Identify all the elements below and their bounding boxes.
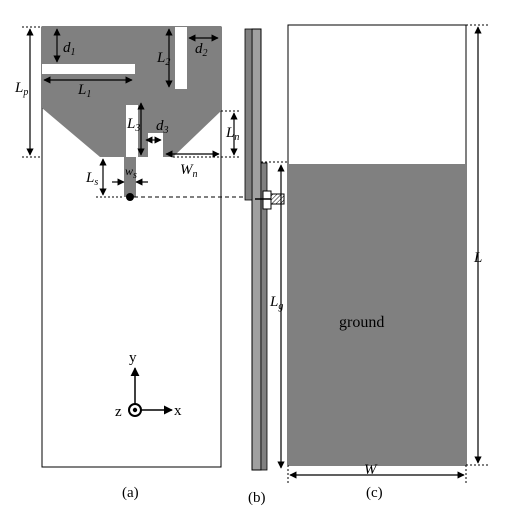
feed-point: [126, 193, 134, 201]
panel-b: Lg (b): [244, 28, 288, 506]
ground-label: ground: [339, 314, 384, 331]
patch-side: [244, 28, 253, 201]
dim-d1: d1: [63, 40, 76, 58]
panel-c: ground L W (c): [287, 24, 490, 501]
dim-l2: L2: [156, 50, 170, 68]
dim-lp: Lp: [14, 80, 28, 98]
dim-w: W: [364, 462, 378, 478]
dim-ln: Ln: [225, 125, 239, 143]
dim-l1: L1: [77, 82, 91, 100]
ground-plane: [288, 164, 466, 465]
dim-l: L: [473, 250, 482, 266]
caption-b: (b): [248, 490, 266, 506]
axis-z-label: z: [115, 404, 122, 420]
dim-l3: L3: [126, 116, 140, 134]
slot-l2: [175, 27, 187, 89]
ground-side: [260, 162, 268, 471]
dim-lg: Lg: [269, 294, 283, 312]
caption-a: (a): [122, 485, 139, 501]
axis-x-label: x: [174, 403, 182, 419]
dim-ls: Ls: [85, 170, 98, 188]
feed-line: [124, 157, 136, 197]
substrate-side: [251, 28, 262, 471]
dim-d2: d2: [195, 41, 208, 59]
coordinate-axes: y x z: [115, 350, 182, 420]
dim-ws: ws: [125, 164, 137, 181]
axis-y-label: y: [129, 350, 137, 366]
caption-c: (c): [366, 485, 383, 501]
dim-wn: Wn: [180, 162, 198, 180]
panel-a: d1 d2 L2 Lp L1 L3 d3 Ln Wn Ls: [14, 26, 262, 501]
dim-d3: d3: [156, 118, 169, 136]
slot-l1: [42, 64, 135, 74]
